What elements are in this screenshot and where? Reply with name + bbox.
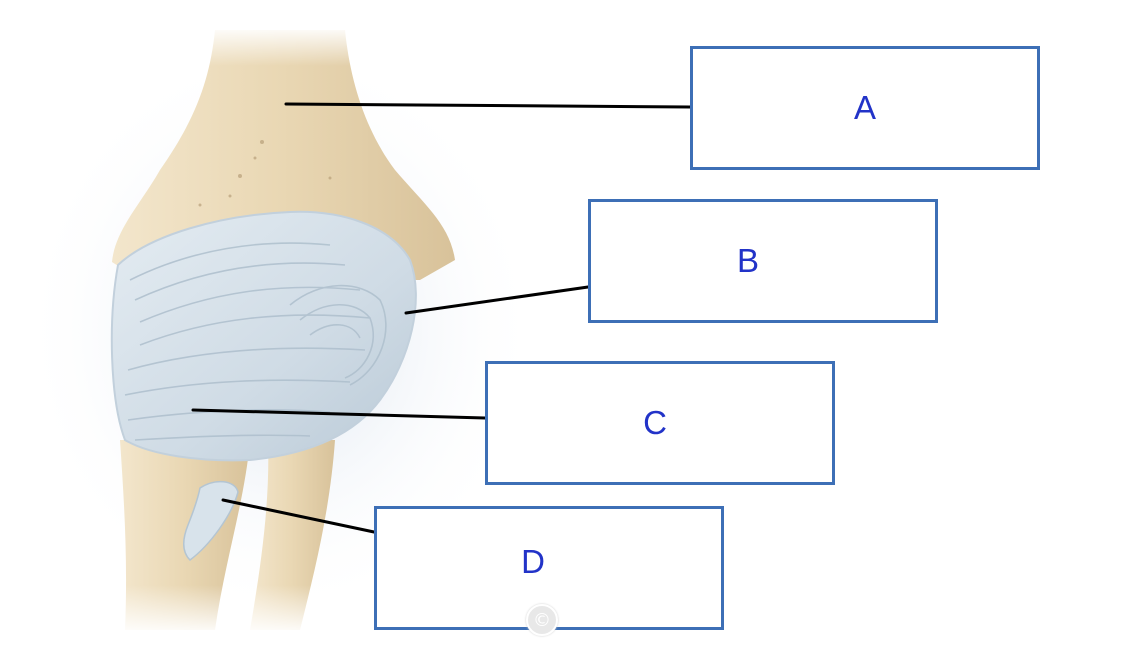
label-box-b[interactable]: B (588, 199, 938, 323)
leader-line-d (221, 498, 376, 534)
leader-line-a (284, 102, 692, 109)
forearm-bottom-fade (110, 585, 350, 635)
humerus-bone (112, 30, 455, 280)
radius-bone (250, 440, 335, 630)
label-a-text: A (853, 89, 876, 126)
leader-lines (191, 102, 692, 534)
label-b-text: B (736, 242, 759, 279)
joint-capsule (110, 210, 417, 462)
copyright-watermark: © (526, 604, 558, 636)
leader-line-c (191, 408, 487, 420)
leader-line-b (404, 285, 590, 315)
label-c-text: C (643, 404, 667, 441)
ligament-fibers (124, 242, 387, 441)
bone-texture (198, 140, 332, 207)
label-d-text: D (521, 543, 545, 580)
label-box-c[interactable]: C (485, 361, 835, 485)
humerus-top-fade (200, 26, 360, 66)
label-box-a[interactable]: A (690, 46, 1040, 170)
